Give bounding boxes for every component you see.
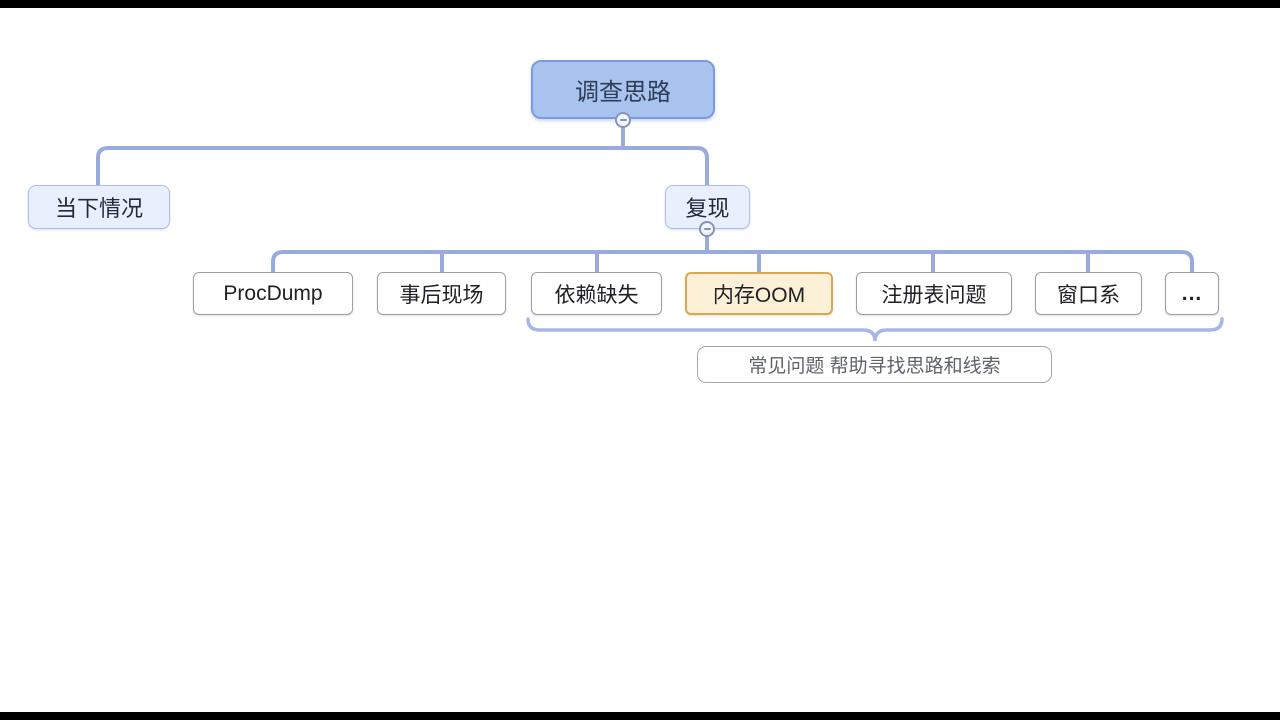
node-procdump-label: ProcDump [223, 281, 323, 305]
minus-icon [703, 227, 711, 231]
node-missing-deps-label: 依赖缺失 [554, 283, 639, 307]
connector-level2-bus [271, 250, 1194, 274]
node-registry[interactable]: 注册表问题 [856, 272, 1012, 315]
node-memory-oom-highlighted[interactable]: 内存OOM [685, 272, 833, 315]
node-reproduce-label: 复现 [685, 196, 730, 221]
node-memory-oom-label: 内存OOM [712, 283, 806, 307]
letterbox-bar-top [0, 0, 1280, 8]
node-aftermath-label: 事后现场 [399, 283, 484, 307]
summary-annotation[interactable]: 常见问题 帮助寻找思路和线索 [697, 346, 1052, 383]
node-procdump[interactable]: ProcDump [193, 272, 353, 315]
connector-level1-bus [96, 146, 709, 188]
node-current-situation-label: 当下情况 [54, 196, 143, 221]
summary-annotation-label: 常见问题 帮助寻找思路和线索 [748, 356, 1001, 377]
node-missing-deps[interactable]: 依赖缺失 [531, 272, 662, 315]
node-more-ellipsis[interactable]: ... [1165, 272, 1219, 315]
letterbox-bar-bottom [0, 712, 1280, 720]
node-aftermath[interactable]: 事后现场 [377, 272, 506, 315]
node-current-situation[interactable]: 当下情况 [28, 185, 170, 229]
collapse-button-reproduce[interactable] [699, 221, 715, 237]
node-registry-label: 注册表问题 [881, 283, 987, 307]
node-window-label: 窗口系 [1057, 283, 1120, 307]
node-root-label: 调查思路 [575, 79, 671, 106]
node-root[interactable]: 调查思路 [531, 60, 715, 119]
node-window[interactable]: 窗口系 [1035, 272, 1142, 315]
node-more-label: ... [1181, 281, 1203, 305]
collapse-button-root[interactable] [615, 112, 631, 128]
summary-brace [526, 317, 1224, 342]
minus-icon [619, 118, 627, 122]
